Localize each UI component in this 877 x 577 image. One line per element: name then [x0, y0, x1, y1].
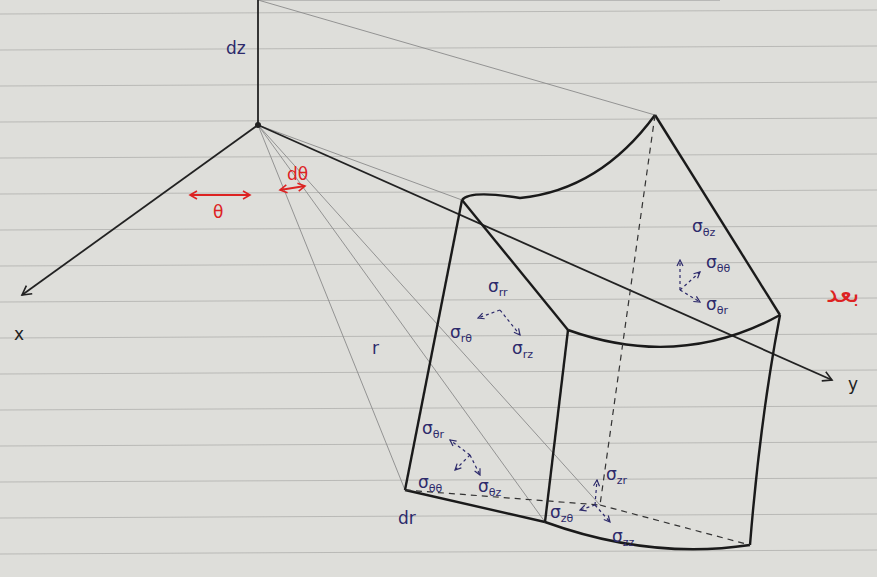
stress-element — [405, 115, 780, 549]
stress-label: σθz — [692, 218, 715, 238]
stress-label: σθz — [478, 478, 501, 498]
axis-label: y — [848, 376, 858, 393]
angle-arrows — [190, 186, 305, 195]
ruled-lines — [0, 10, 877, 554]
axis-label: x — [14, 326, 24, 343]
note-text: بعد — [826, 280, 859, 306]
construction-lines — [258, 0, 720, 522]
length-label: dr — [398, 510, 416, 527]
stress-label: σzr — [606, 466, 627, 486]
stress-label: σrθ — [450, 324, 472, 344]
stress-label: σθθ — [418, 474, 442, 494]
stress-label: σzθ — [550, 504, 573, 524]
angle-label: θ — [213, 204, 223, 221]
axes — [22, 0, 832, 380]
stress-label: σθr — [706, 296, 728, 316]
stress-arrows — [450, 260, 700, 522]
stress-label: σzz — [612, 528, 634, 548]
stress-label: σrr — [488, 278, 508, 298]
stress-label: σθθ — [706, 254, 730, 274]
length-label: dz — [226, 40, 246, 57]
length-label: r — [372, 340, 379, 357]
stress-label: σθr — [422, 420, 444, 440]
stress-label: σrz — [512, 340, 533, 360]
hidden-edges — [405, 115, 750, 545]
angle-label: dθ — [287, 166, 308, 183]
